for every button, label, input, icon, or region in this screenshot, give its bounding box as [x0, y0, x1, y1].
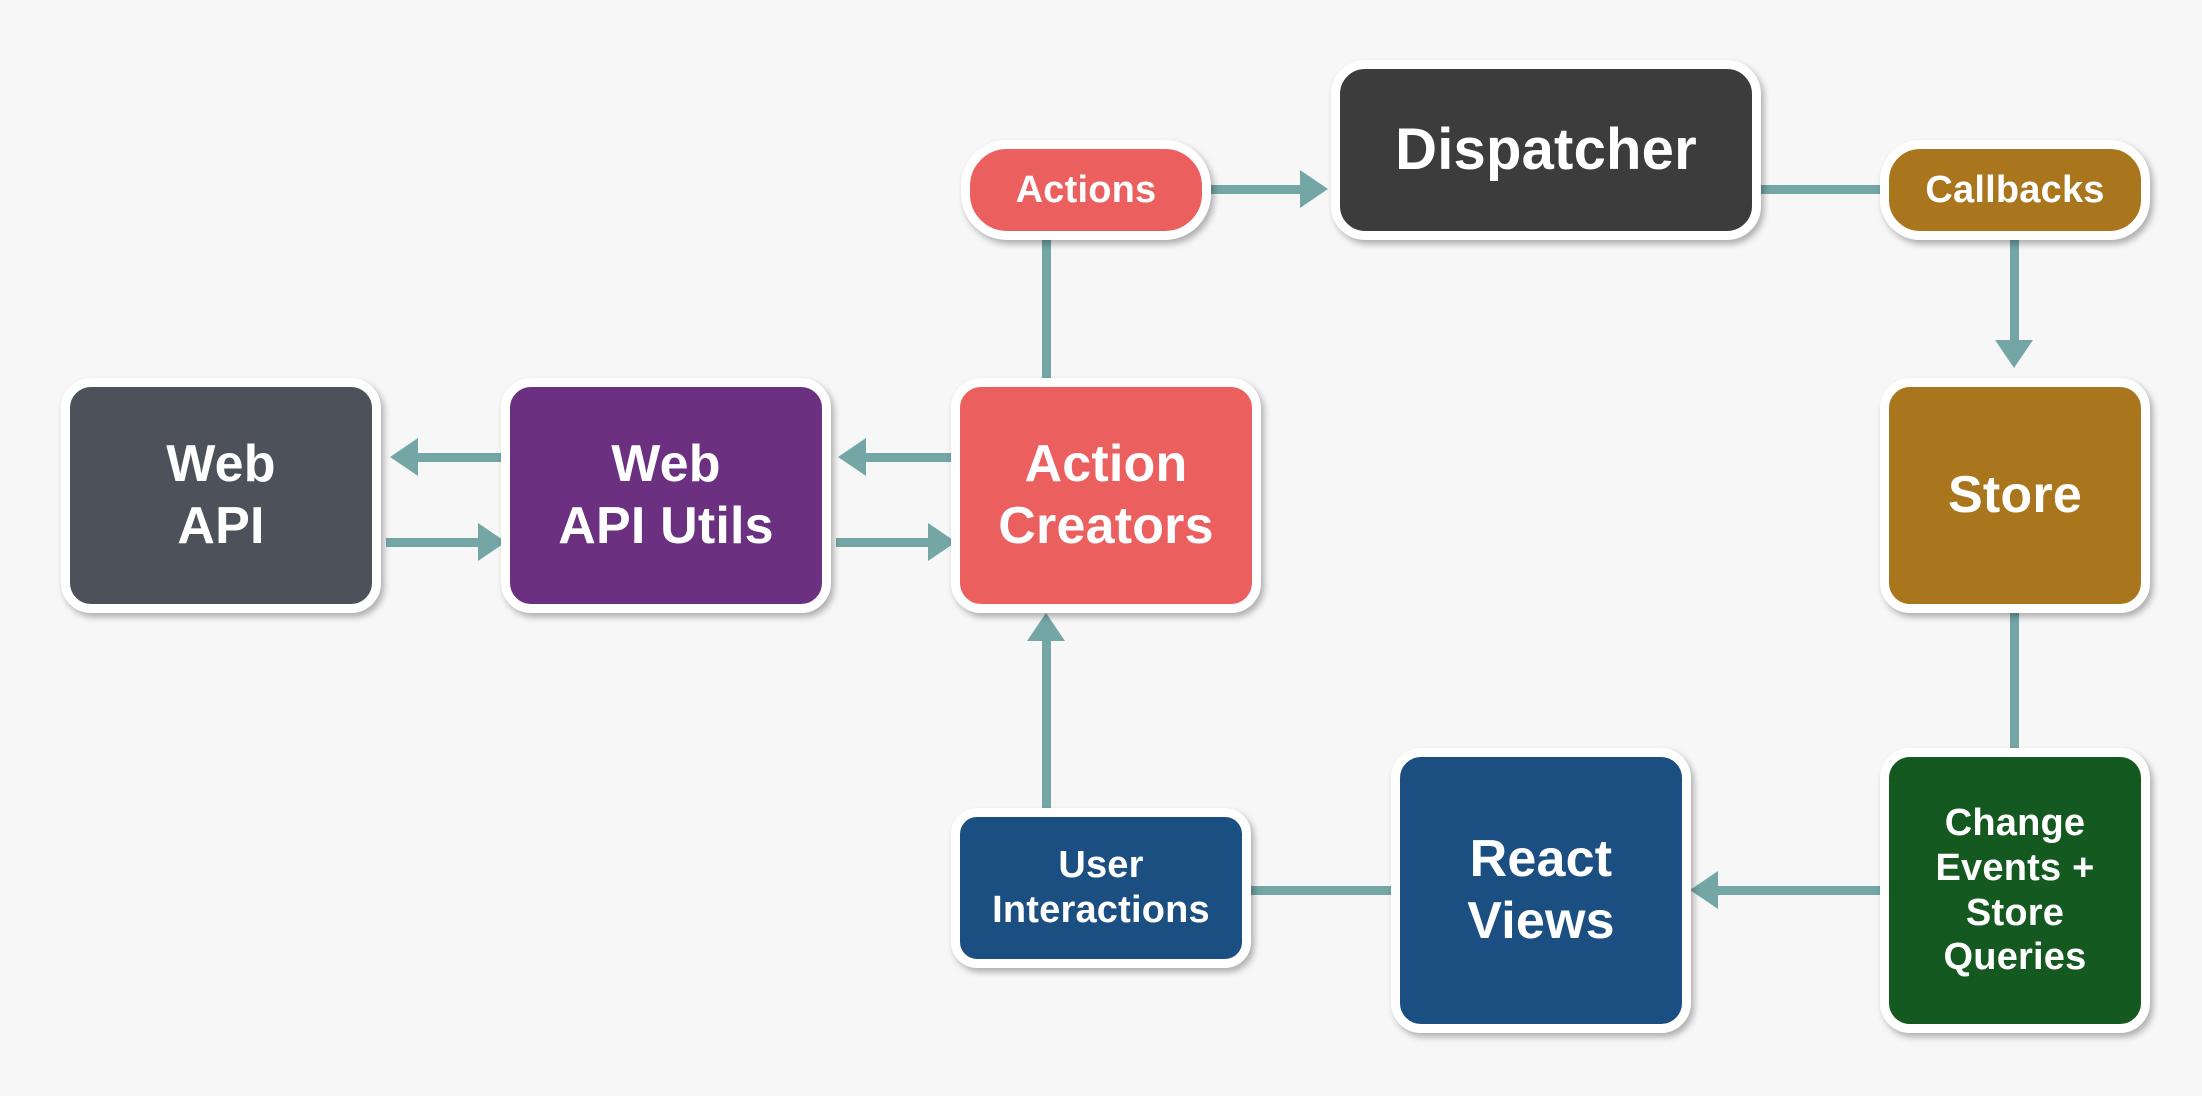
- edge-callbacks-to-store: [2010, 240, 2019, 344]
- arrowhead-actions-to-dispatcher: [1300, 170, 1328, 208]
- edge-change-events-to-react-views: [1718, 886, 1888, 895]
- edge-user-interactions-to-action-creators: [1042, 640, 1051, 812]
- edge-action-creators-to-actions: [1042, 236, 1051, 386]
- node-user-interactions[interactable]: User Interactions: [951, 808, 1251, 968]
- edge-actions-to-dispatcher: [1211, 185, 1303, 194]
- edge-store-to-change-events: [2010, 613, 2019, 753]
- edge-web-api-utils-to-action-creators: [836, 538, 932, 547]
- node-web-api-utils[interactable]: Web API Utils: [501, 378, 831, 613]
- arrowhead-user-interactions-to-action-creators: [1027, 613, 1065, 641]
- edge-action-creators-to-web-api-utils: [866, 453, 961, 462]
- node-store[interactable]: Store: [1880, 378, 2150, 613]
- node-action-creators[interactable]: Action Creators: [951, 378, 1261, 613]
- edge-web-api-utils-to-web-api: [418, 453, 513, 462]
- edge-web-api-to-web-api-utils: [386, 538, 482, 547]
- arrowhead-action-creators-to-web-api-utils: [838, 438, 866, 476]
- node-react-views[interactable]: React Views: [1391, 748, 1691, 1033]
- arrowhead-callbacks-to-store: [1995, 340, 2033, 368]
- node-web-api[interactable]: Web API: [61, 378, 381, 613]
- node-change-events-store-queries[interactable]: Change Events + Store Queries: [1880, 748, 2150, 1033]
- node-actions[interactable]: Actions: [961, 140, 1211, 240]
- edge-dispatcher-to-callbacks: [1761, 185, 1887, 194]
- arrowhead-change-events-to-react-views: [1690, 871, 1718, 909]
- node-dispatcher[interactable]: Dispatcher: [1331, 60, 1761, 240]
- node-callbacks[interactable]: Callbacks: [1880, 140, 2150, 240]
- edge-react-views-to-user-interactions: [1243, 886, 1398, 895]
- arrowhead-web-api-utils-to-web-api: [390, 438, 418, 476]
